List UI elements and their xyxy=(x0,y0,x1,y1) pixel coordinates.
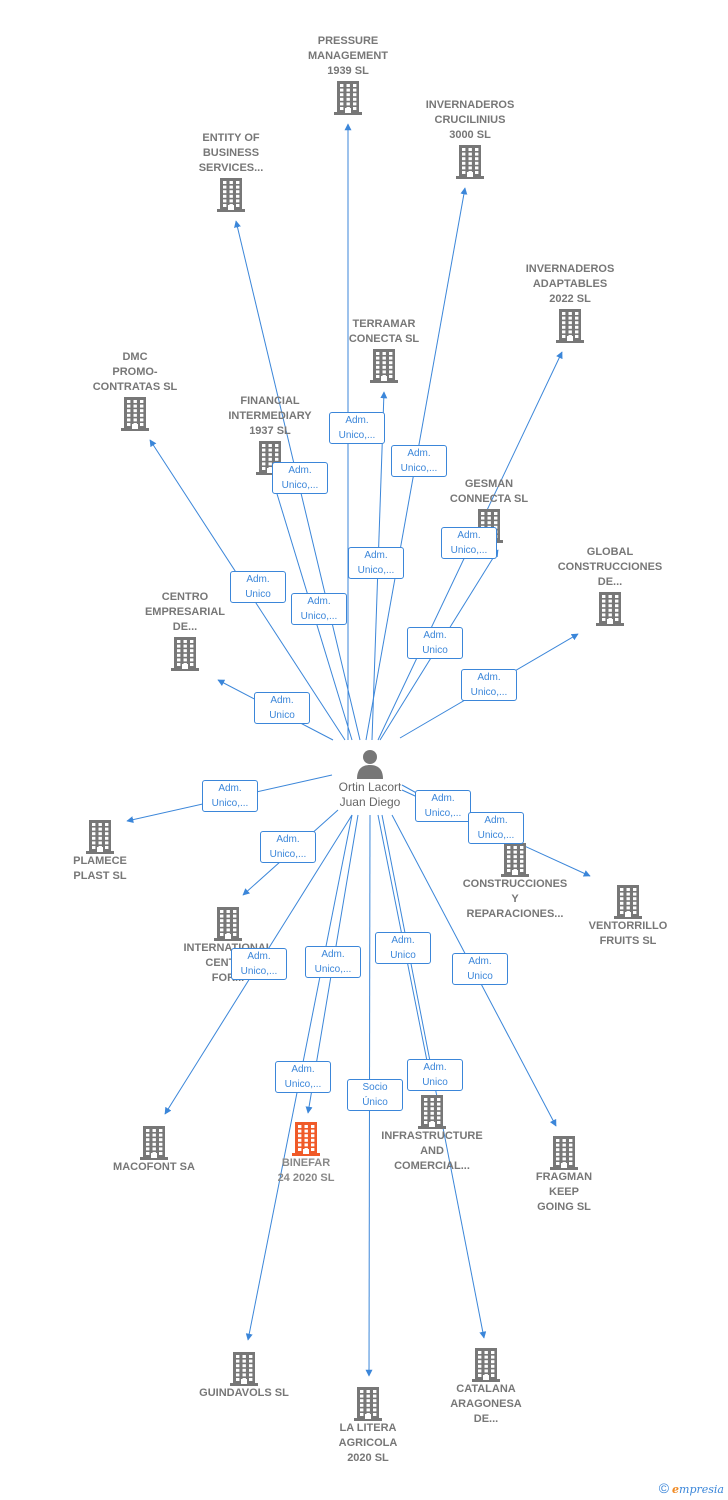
company-macofont[interactable]: MACOFONT SA xyxy=(94,1124,214,1175)
company-label: GLOBAL CONSTRUCCIONES DE... xyxy=(557,546,663,588)
building-icon xyxy=(456,145,484,179)
company-label: CENTRO EMPRESARIAL DE... xyxy=(144,591,226,633)
building-icon xyxy=(472,1348,500,1382)
company-construcciones-reparaciones[interactable]: CONSTRUCCIONES Y REPARACIONES... xyxy=(455,841,575,922)
company-label: MACOFONT SA xyxy=(113,1161,195,1173)
company-label: INVERNADEROS ADAPTABLES 2022 SL xyxy=(525,263,615,305)
company-label: INFRASTRUCTURE AND COMERCIAL... xyxy=(381,1130,483,1172)
role-badge[interactable]: Adm. Unico,... xyxy=(291,593,347,625)
building-icon xyxy=(501,843,529,877)
company-plamece-plast[interactable]: PLAMECE PLAST SL xyxy=(40,818,160,884)
company-la-litera-agricola[interactable]: LA LITERA AGRICOLA 2020 SL xyxy=(308,1385,428,1466)
role-badge[interactable]: Adm. Unico,... xyxy=(231,948,287,980)
company-label: BINEFAR 24 2020 SL xyxy=(277,1157,335,1184)
company-fragman-keep-going[interactable]: FRAGMAN KEEP GOING SL xyxy=(504,1134,624,1215)
company-label: DMC PROMO- CONTRATAS SL xyxy=(92,351,178,393)
person-name: Ortin Lacort Juan Diego xyxy=(338,780,402,809)
building-icon xyxy=(354,1387,382,1421)
copyright-icon: © xyxy=(658,1480,670,1496)
person-icon xyxy=(357,750,383,779)
role-badge[interactable]: Adm. Unico,... xyxy=(415,790,471,822)
role-badge[interactable]: Adm. Unico xyxy=(407,1059,463,1091)
company-label: INVERNADEROS CRUCILINIUS 3000 SL xyxy=(425,99,515,141)
company-label: FRAGMAN KEEP GOING SL xyxy=(535,1171,593,1213)
role-badge[interactable]: Adm. Unico xyxy=(254,692,310,724)
company-ventorrillo-fruits[interactable]: VENTORRILLO FRUITS SL xyxy=(568,883,688,949)
building-icon xyxy=(418,1095,446,1129)
building-icon xyxy=(614,885,642,919)
building-icon xyxy=(230,1352,258,1386)
company-label: CATALANA ARAGONESA DE... xyxy=(450,1383,522,1425)
building-icon xyxy=(214,907,242,941)
building-icon xyxy=(217,178,245,212)
brand-logo-e: e xyxy=(672,1483,680,1496)
building-icon xyxy=(121,397,149,431)
building-icon xyxy=(596,592,624,626)
role-badge[interactable]: Adm. Unico,... xyxy=(461,669,517,701)
building-icon xyxy=(556,309,584,343)
company-catalana-aragonesa[interactable]: CATALANA ARAGONESA DE... xyxy=(426,1346,546,1427)
company-label: CONSTRUCCIONES Y REPARACIONES... xyxy=(462,878,568,920)
building-icon-highlight xyxy=(292,1122,320,1156)
company-financial-intermediary[interactable]: FINANCIAL INTERMEDIARY 1937 SL xyxy=(210,394,330,475)
company-entity-of-business[interactable]: ENTITY OF BUSINESS SERVICES... xyxy=(171,131,291,212)
company-label: TERRAMAR CONECTA SL xyxy=(348,318,420,345)
role-badge[interactable]: Adm. Unico,... xyxy=(260,831,316,863)
company-label: FINANCIAL INTERMEDIARY 1937 SL xyxy=(228,395,312,437)
role-badge[interactable]: Adm. Unico,... xyxy=(305,946,361,978)
building-icon xyxy=(334,81,362,115)
building-icon xyxy=(86,820,114,854)
company-invernaderos-crucilinius[interactable]: INVERNADEROS CRUCILINIUS 3000 SL xyxy=(410,98,530,179)
building-icon xyxy=(370,349,398,383)
company-terramar-conecta[interactable]: TERRAMAR CONECTA SL xyxy=(324,317,444,383)
company-label: PRESSURE MANAGEMENT 1939 SL xyxy=(307,35,389,77)
company-label: PLAMECE PLAST SL xyxy=(73,855,127,882)
brand-logo-text: mpresia xyxy=(679,1483,724,1496)
building-icon xyxy=(140,1126,168,1160)
building-icon xyxy=(550,1136,578,1170)
role-badge[interactable]: Adm. Unico xyxy=(407,627,463,659)
company-label: LA LITERA AGRICOLA 2020 SL xyxy=(338,1422,398,1464)
company-binefar-24-2020[interactable]: BINEFAR 24 2020 SL xyxy=(246,1120,366,1186)
company-label: GESMAN CONNECTA SL xyxy=(449,478,529,505)
role-badge[interactable]: Adm. Unico,... xyxy=(329,412,385,444)
company-label: VENTORRILLO FRUITS SL xyxy=(588,920,668,947)
role-badge[interactable]: Adm. Unico xyxy=(375,932,431,964)
role-badge[interactable]: Adm. Unico,... xyxy=(275,1061,331,1093)
company-invernaderos-adaptables[interactable]: INVERNADEROS ADAPTABLES 2022 SL xyxy=(510,262,630,343)
role-badge[interactable]: Adm. Unico,... xyxy=(272,462,328,494)
company-guindavols[interactable]: GUINDAVOLS SL xyxy=(184,1350,304,1401)
role-badge[interactable]: Adm. Unico xyxy=(452,953,508,985)
company-label: ENTITY OF BUSINESS SERVICES... xyxy=(198,132,264,174)
empresia-watermark[interactable]: ©empresia xyxy=(659,1480,724,1496)
company-infrastructure-comercial[interactable]: INFRASTRUCTURE AND COMERCIAL... xyxy=(372,1093,492,1174)
company-dmc-promo-contratas[interactable]: DMC PROMO- CONTRATAS SL xyxy=(75,350,195,431)
role-badge[interactable]: Adm. Unico xyxy=(230,571,286,603)
role-badge[interactable]: Adm. Unico,... xyxy=(348,547,404,579)
role-badge[interactable]: Adm. Unico,... xyxy=(468,812,524,844)
company-pressure-management[interactable]: PRESSURE MANAGEMENT 1939 SL xyxy=(288,34,408,115)
role-badge[interactable]: Adm. Unico,... xyxy=(441,527,497,559)
company-label: GUINDAVOLS SL xyxy=(199,1387,289,1399)
company-global-construcciones[interactable]: GLOBAL CONSTRUCCIONES DE... xyxy=(550,545,670,626)
building-icon xyxy=(171,637,199,671)
person-node[interactable]: Ortin Lacort Juan Diego xyxy=(320,748,420,810)
role-badge[interactable]: Socio Único xyxy=(347,1079,403,1111)
role-badge[interactable]: Adm. Unico,... xyxy=(202,780,258,812)
company-centro-empresarial[interactable]: CENTRO EMPRESARIAL DE... xyxy=(125,590,245,671)
role-badge[interactable]: Adm. Unico,... xyxy=(391,445,447,477)
